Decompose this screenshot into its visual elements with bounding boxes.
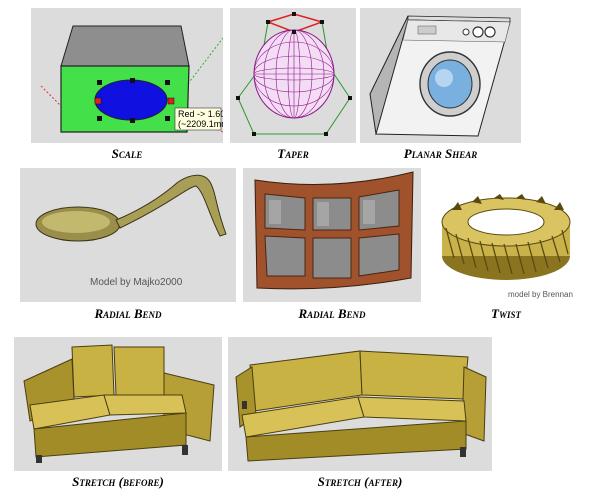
washing-machine-illustration [360, 8, 521, 143]
scale-tooltip-line1: Red -> 1.60 [178, 109, 223, 119]
caption-stretch-after: Stretch (after) [317, 474, 403, 489]
scale-tooltip-line2: (~2209.1mm) [178, 119, 223, 129]
spoon-model-credit: Model by Majko2000 [90, 277, 183, 288]
gear-model-credit: model by Brennan [508, 290, 573, 299]
sofa-before-illustration [14, 337, 222, 471]
caption-radial-bend-spoon: Radial Bend [94, 306, 162, 321]
radial-bend-window-panel [243, 168, 421, 302]
caption-twist: Twist [491, 306, 521, 321]
planar-shear-panel [360, 8, 521, 143]
stretch-before-panel [14, 337, 222, 471]
twist-panel: model by Brennan [432, 168, 580, 302]
taper-panel [230, 8, 356, 143]
stretch-after-panel [228, 337, 492, 471]
caption-scale: Scale [111, 146, 143, 161]
caption-stretch-before: Stretch (before) [72, 474, 164, 489]
caption-radial-bend-window: Radial Bend [298, 306, 366, 321]
curved-window-illustration [243, 168, 421, 302]
spoon-illustration: Model by Majko2000 [20, 168, 236, 302]
caption-taper: Taper [277, 146, 309, 161]
twisted-gear-illustration: model by Brennan [432, 168, 580, 302]
scale-panel: Red -> 1.60 (~2209.1mm) [31, 8, 223, 143]
scale-box-illustration: Red -> 1.60 (~2209.1mm) [31, 8, 223, 143]
sofa-after-illustration [228, 337, 492, 471]
taper-sphere-illustration [230, 8, 356, 143]
caption-planar-shear: Planar Shear [403, 146, 478, 161]
radial-bend-spoon-panel: Model by Majko2000 [20, 168, 236, 302]
